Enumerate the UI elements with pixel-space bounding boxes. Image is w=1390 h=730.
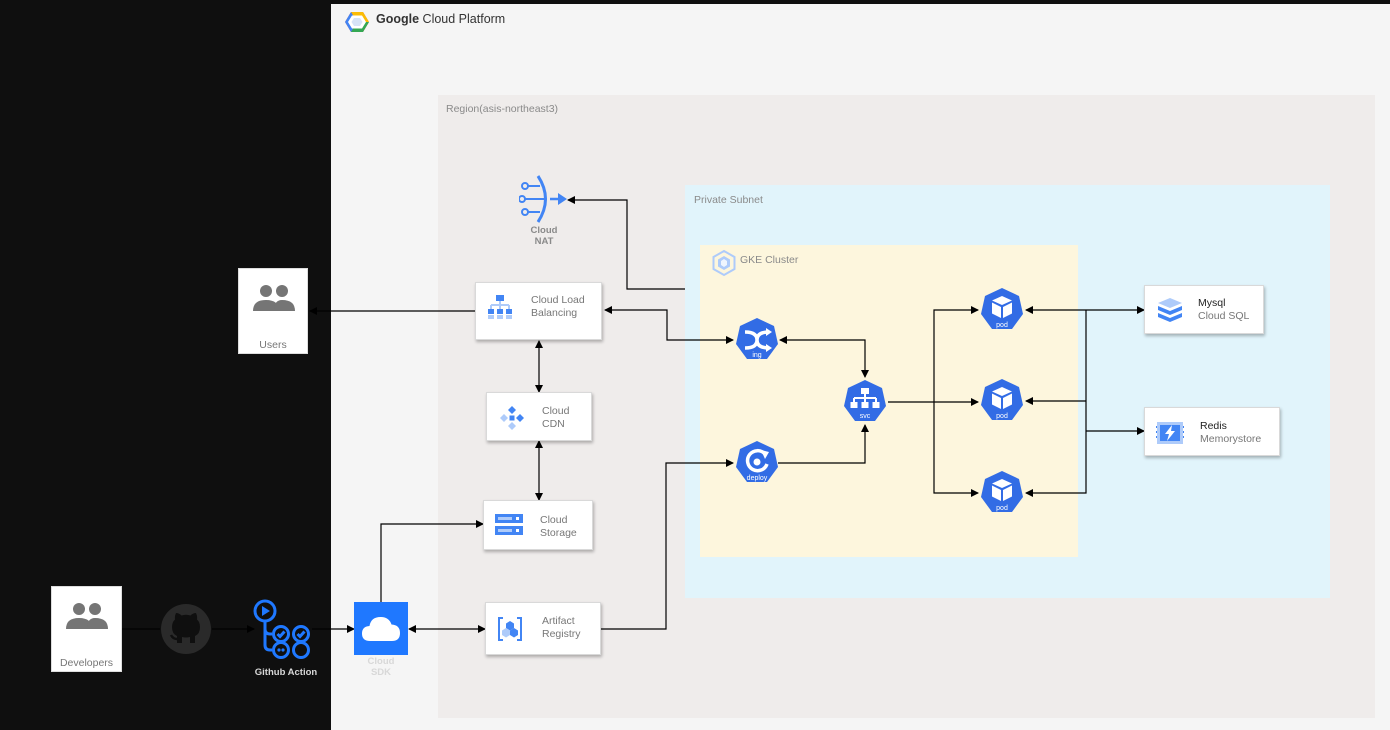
- deploy-label: deploy: [747, 475, 768, 482]
- people-icon: [65, 601, 109, 633]
- pod-label: pod: [996, 505, 1008, 512]
- top-bar: [0, 0, 1390, 4]
- artifact-registry-icon: [497, 616, 523, 642]
- gke-icon: [710, 249, 738, 282]
- k8s-pod-icon[interactable]: pod: [979, 287, 1025, 333]
- k8s-service-icon[interactable]: svc: [842, 379, 888, 425]
- developers-card[interactable]: Developers: [51, 586, 122, 672]
- cloud-icon: [361, 614, 401, 642]
- ing-label: ing: [752, 352, 761, 359]
- load-balancing-icon: [487, 294, 513, 320]
- github-actions-icon[interactable]: [251, 598, 313, 660]
- gke-cluster-label: GKE Cluster: [740, 254, 799, 266]
- cloud-nat-icon: [519, 174, 569, 224]
- gcp-hexagon-icon: [345, 11, 369, 38]
- memorystore-icon: [1156, 419, 1184, 447]
- pod-label: pod: [996, 413, 1008, 420]
- users-card[interactable]: Users: [238, 268, 308, 354]
- k8s-pod-icon[interactable]: pod: [979, 470, 1025, 516]
- cloud-sdk-tile[interactable]: [354, 602, 408, 655]
- k8s-ingress-icon[interactable]: ing: [734, 317, 780, 363]
- users-label: Users: [259, 339, 287, 351]
- cloud-sql-icon: [1157, 297, 1183, 325]
- people-icon: [252, 283, 296, 315]
- github-action-label: Github Action: [254, 667, 318, 678]
- cdn-icon: [499, 405, 525, 431]
- storage-icon: [495, 514, 523, 536]
- svc-label: svc: [860, 413, 871, 420]
- github-icon[interactable]: [160, 603, 212, 655]
- pod-label: pod: [996, 322, 1008, 329]
- platform-title: Google Cloud Platform: [376, 12, 506, 26]
- private-subnet-label: Private Subnet: [694, 194, 763, 206]
- region-label: Region(asis-northeast3): [446, 103, 559, 115]
- k8s-deploy-icon[interactable]: deploy: [734, 440, 780, 486]
- k8s-pod-icon[interactable]: pod: [979, 378, 1025, 424]
- developers-label: Developers: [59, 657, 114, 669]
